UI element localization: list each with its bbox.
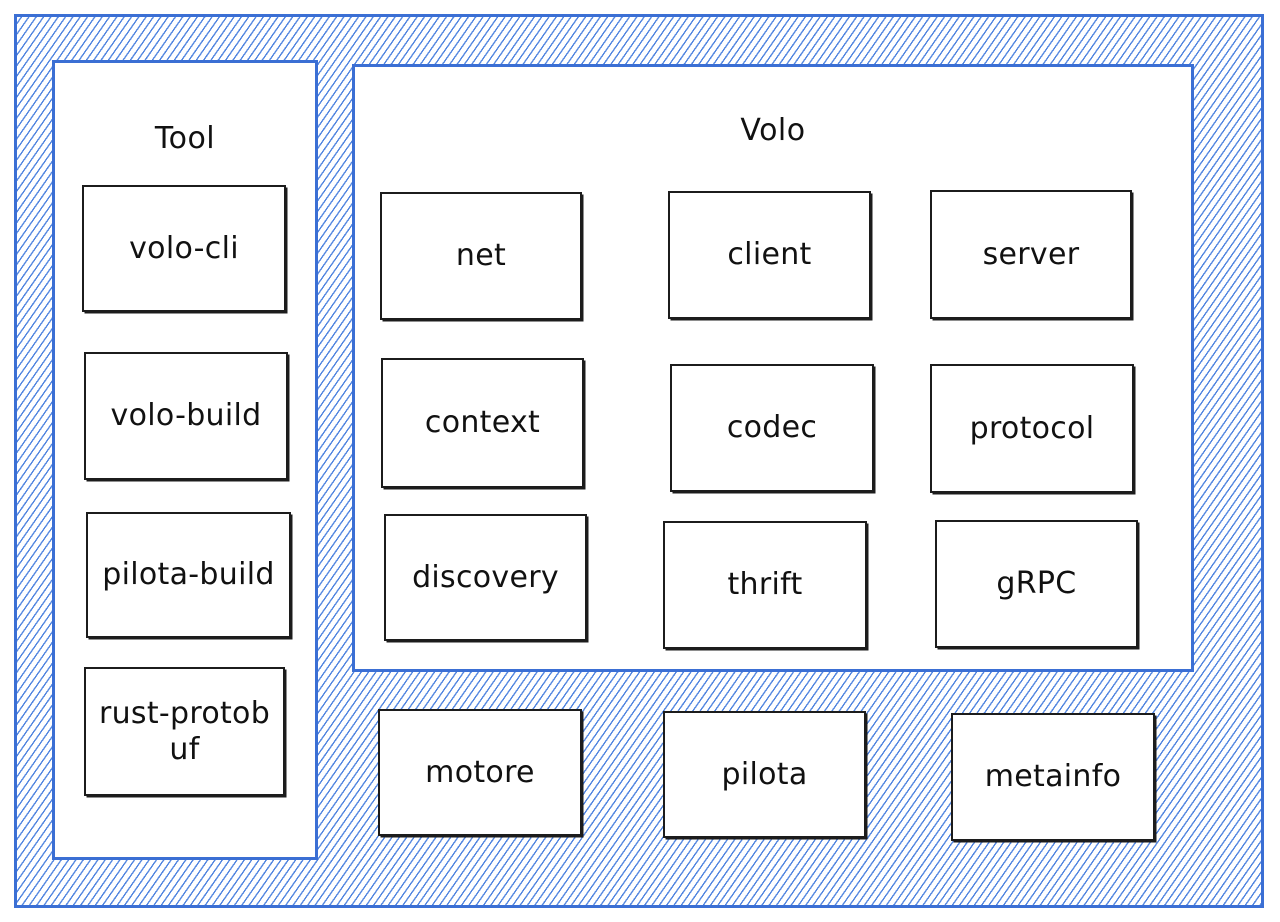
volo-box-label: protocol (969, 410, 1095, 446)
tool-box-pilota-build: pilota-build (86, 512, 291, 638)
volo-box-thrift: thrift (663, 521, 867, 649)
volo-box-label: server (982, 236, 1080, 272)
volo-panel-title: Volo (740, 113, 806, 148)
bottom-box-label: pilota (721, 756, 808, 792)
bottom-box-label: metainfo (984, 759, 1122, 794)
volo-box-label: codec (726, 410, 818, 445)
volo-box-client: client (668, 191, 871, 319)
bottom-box-pilota: pilota (663, 711, 866, 838)
tool-panel-title: Tool (154, 121, 216, 156)
volo-box-label: discovery (412, 559, 559, 595)
volo-box-server: server (930, 190, 1132, 319)
volo-box-net: net (380, 192, 582, 320)
volo-box-codec: codec (670, 364, 874, 492)
bottom-box-motore: motore (378, 709, 582, 836)
tool-box-label: volo-cli (129, 230, 239, 266)
volo-box-discovery: discovery (384, 514, 587, 641)
tool-box-volo-build: volo-build (84, 352, 288, 480)
tool-box-label: volo-build (110, 398, 262, 433)
volo-box-context: context (381, 358, 584, 488)
volo-box-label: gRPC (996, 566, 1077, 601)
tool-box-label: pilota-build (102, 557, 275, 592)
volo-box-label: context (424, 405, 541, 440)
volo-box-label: net (455, 238, 507, 273)
volo-box-label: thrift (727, 567, 803, 602)
tool-box-volo-cli: volo-cli (82, 185, 286, 312)
tool-box-rust-protobuf: rust-protobuf (84, 667, 285, 796)
volo-box-label: client (727, 237, 812, 272)
volo-box-protocol: protocol (930, 364, 1134, 493)
tool-box-label: rust-protobuf (98, 695, 271, 767)
volo-box-grpc: gRPC (935, 520, 1138, 648)
bottom-box-metainfo: metainfo (951, 713, 1155, 841)
bottom-box-label: motore (425, 754, 535, 790)
